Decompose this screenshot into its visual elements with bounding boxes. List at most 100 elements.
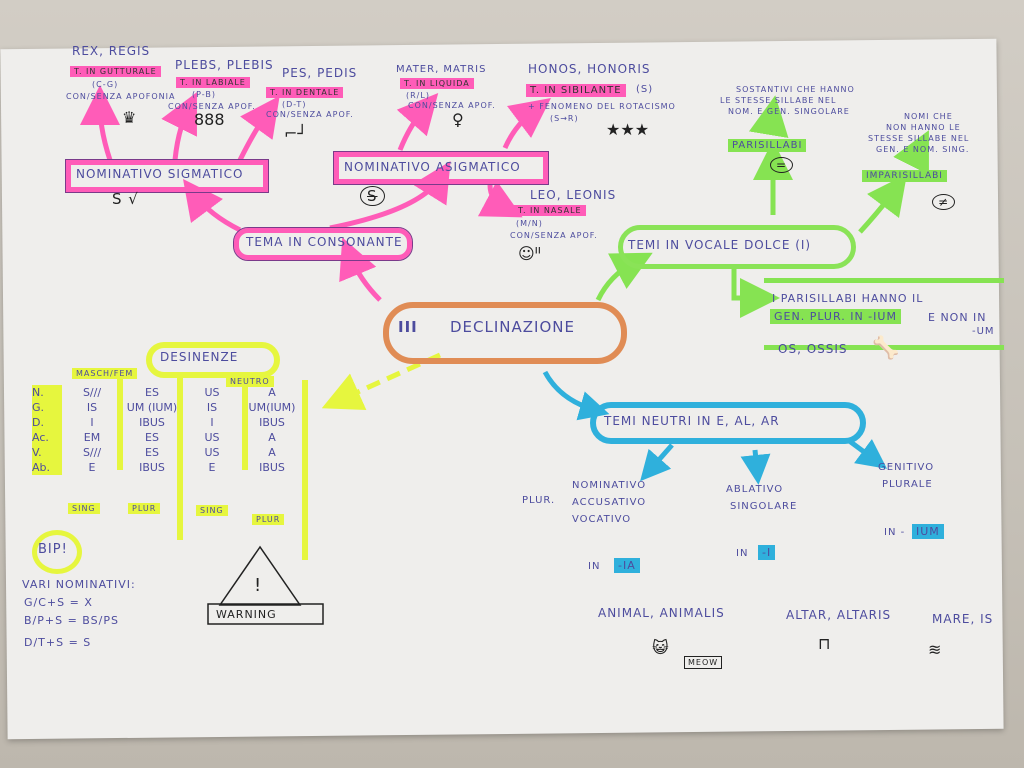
ending-cell: UM(IUM) [248,401,296,414]
arrow [182,179,242,233]
arrow [640,443,674,482]
ending-cell: E [208,461,216,474]
ending-cell: IBUS [259,416,285,429]
note: + fenomeno del rotacismo [528,102,676,111]
ending-cell: UM (IUM) [126,401,178,414]
ending-cell: A [268,431,276,444]
vowel-note-box [764,278,1004,350]
ending-cell: IS [86,401,98,414]
ending-cell: IS [206,401,218,414]
case-label: singolare [730,501,798,512]
vowel-note: I parisillabi hanno il [772,292,924,305]
plural-label: Plur. [522,495,556,506]
people-icon: 888 [194,110,225,129]
case-cell: V. [32,445,62,460]
group-label: Neutro [226,376,274,387]
case-cell: N. [32,385,62,400]
meow-bubble: Meow [684,656,723,669]
ending-cell: A [268,446,276,459]
bone-icon: 🦴 [872,336,900,361]
bip-title: BIP! [38,542,68,557]
equal-icon: = [770,157,794,173]
bip-heading: Vari nominativi: [22,578,136,591]
arrow [396,93,439,151]
desinenze-title: Desinenze [160,350,239,364]
note: (D-T) [282,100,307,109]
arrow [80,85,121,161]
col-label: Sing [196,505,228,516]
note: con/senza apof. [266,110,354,119]
tag: T. in liquida [400,78,474,89]
consonant-title: Tema in consonante [246,235,403,249]
exclamation-icon: ! [254,575,263,596]
tag: T. in gutturale [70,66,161,77]
tag: T. in dentale [266,87,344,98]
vowel-note-highlight: gen. plur. in -ium [770,309,901,324]
asigmatic-symbol: S [360,186,385,206]
word: Mater, Matris [396,64,487,75]
note: (P-B) [192,90,216,99]
center-node [383,302,627,364]
tag: T. in sibilante [526,84,626,97]
note: (S) [636,84,654,95]
arrow [542,370,610,421]
lion-icon: ☺ᐦ [518,244,541,263]
vowel-note: e non in [928,311,987,324]
asigmatic-title: Nominativo asigmatico [344,160,521,174]
vowel-note: -um [972,326,995,337]
example-word: Mare, is [932,612,994,626]
bip-rule: G/C+S = X [24,596,93,609]
arrow [502,97,551,150]
imparisillabi-desc: non hanno le [886,123,961,132]
parisillabi-desc: nom. e gen. singolare [728,107,850,116]
note: (C-G) [92,80,119,89]
note: con/senza apof. [408,101,496,110]
arrow [477,180,523,218]
vowel-title: Temi in vocale dolce (i) [628,238,812,252]
ending-cell: E [88,461,96,474]
ending-cell: I [90,416,94,429]
note: con/senza apof. [510,231,598,240]
case-label: Ablativo [726,484,784,495]
arrow [329,161,451,231]
note: (S→R) [550,114,579,123]
asigmatic-node [333,151,549,185]
ending-cell: A [268,386,276,399]
group-label: Masch/Fem [72,368,138,379]
neutral-title: Temi neutri in E, AL, AR [604,414,780,428]
ending-cell: S/∕∕ [82,446,102,459]
note: (M/N) [516,219,543,228]
word: Leo, Leonis [530,188,617,202]
bip-badge [32,530,82,574]
word: Rex, Regis [72,44,151,58]
desinenze-node [146,342,280,378]
word: Pes, Pedis [282,66,358,80]
arrow [748,95,789,139]
arrow [237,95,280,162]
ending-cell: IBUS [259,461,285,474]
in-label: in [736,548,749,559]
sigmatic-node [65,159,269,193]
word: Plebs, Plebis [175,58,274,72]
vowel-example: Os, ossis [778,342,848,356]
ending-cell: ES [145,386,159,399]
imparisillabi-desc: gen. e nom. sing. [876,145,970,154]
dashed-arrow [321,352,442,411]
not-equal-icon: ≠ [932,194,956,210]
ending-badge: -IA [614,558,640,573]
note: (R/L) [406,91,430,100]
parisillabi-desc: le stesse sillabe nel [720,96,837,105]
arrow [846,437,888,469]
imparisillabi-desc: Nomi che [904,112,953,121]
word: Honos, Honoris [528,62,651,76]
ending-badge: IUM [912,524,944,539]
ending-cell: S/∕∕ [82,386,102,399]
